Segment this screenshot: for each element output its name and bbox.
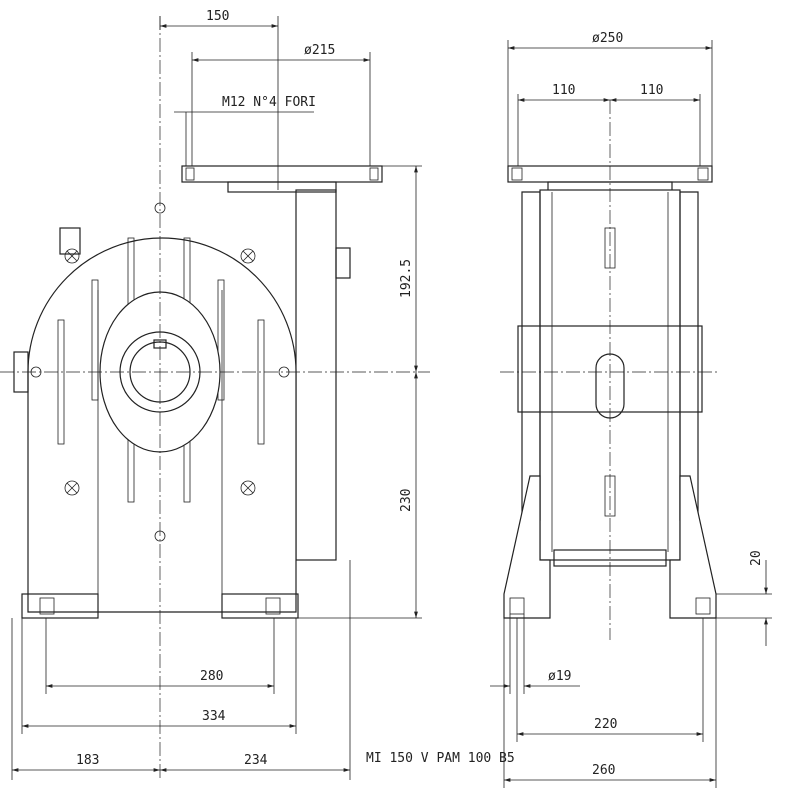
dim-dia-215: ø215 bbox=[304, 43, 335, 58]
bolt-note: M12 N°4 FORI bbox=[222, 95, 316, 110]
dim-110-right: 110 bbox=[640, 83, 663, 98]
side-leg-left bbox=[503, 475, 551, 619]
front-dimensions: 150 ø215 M12 N°4 FORI 192.5 230 280 334 bbox=[11, 9, 422, 780]
dim-192-5: 192.5 bbox=[399, 259, 414, 298]
dim-230: 230 bbox=[399, 489, 414, 512]
dim-280: 280 bbox=[200, 669, 223, 684]
dim-dia-19: ø19 bbox=[548, 669, 571, 684]
front-flange-bolt-right bbox=[369, 167, 379, 181]
front-top-left-lug bbox=[59, 227, 81, 255]
front-foot-hole-right bbox=[265, 597, 281, 615]
front-slot-left-outer bbox=[57, 319, 65, 445]
front-neck bbox=[227, 181, 337, 193]
front-foot-hole-left bbox=[39, 597, 55, 615]
front-side-boss bbox=[335, 247, 351, 279]
front-foot-right bbox=[221, 593, 299, 619]
front-side-housing bbox=[295, 189, 337, 561]
dim-220: 220 bbox=[594, 717, 617, 732]
front-slot-right-outer bbox=[257, 319, 265, 445]
dim-334: 334 bbox=[202, 709, 226, 724]
front-view bbox=[0, 16, 430, 780]
dim-183: 183 bbox=[76, 753, 99, 768]
dim-110-left: 110 bbox=[552, 83, 575, 98]
front-foot-left bbox=[21, 593, 99, 619]
dim-260: 260 bbox=[592, 763, 615, 778]
dim-150: 150 bbox=[206, 9, 229, 24]
dim-234: 234 bbox=[244, 753, 268, 768]
dim-20: 20 bbox=[749, 550, 764, 566]
side-view bbox=[500, 100, 720, 640]
side-dimensions: ø250 110 110 20 ø19 220 260 bbox=[490, 31, 772, 788]
dim-dia-250: ø250 bbox=[592, 31, 623, 46]
front-top-flange bbox=[181, 165, 383, 183]
front-flange-bolt-left bbox=[185, 167, 195, 181]
side-leg-right bbox=[669, 475, 717, 619]
front-slot-left-mid bbox=[91, 279, 99, 401]
front-slot-right-mid bbox=[217, 279, 225, 401]
drawing-title: MI 150 V PAM 100 B5 bbox=[366, 751, 515, 766]
